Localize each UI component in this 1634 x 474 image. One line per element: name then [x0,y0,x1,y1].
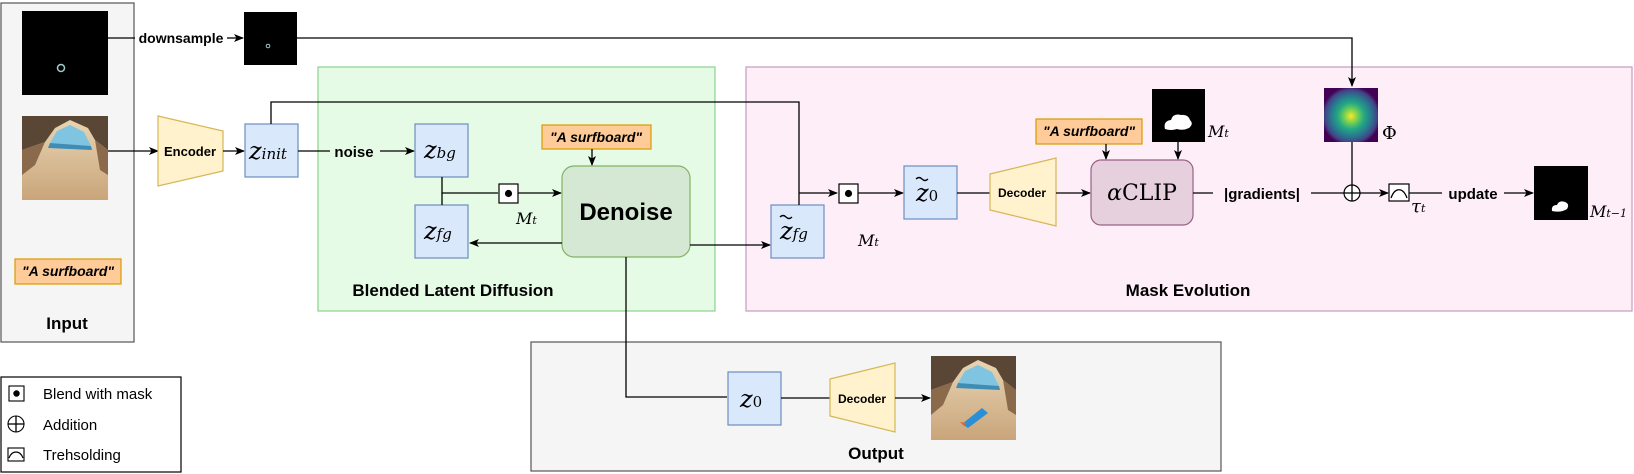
bld-prompt-tag: "A surfboard" [541,124,652,150]
alpha-clip-block: αCLIP [1090,159,1194,226]
svg-text:Mt: Mt [515,209,537,228]
mask-mt-minus-1-image [1534,166,1588,220]
legend-addition-label: Addition [43,417,97,434]
z-tilde-fg-node: zfg [770,204,825,259]
legend-blend-icon [8,385,25,402]
decoder-block-output: Decoder [829,362,896,433]
input-mask-image [22,11,108,95]
blend-dot-mask [838,183,859,204]
svg-text:"A surfboard": "A surfboard" [22,263,114,279]
svg-text:z0: z0 [739,385,762,413]
legend-blend-label: Blend with mask [43,386,153,403]
svg-text:Mt−1: Mt−1 [1589,202,1627,221]
svg-text:αCLIP: αCLIP [1107,181,1177,206]
z-bg-node: zbg [414,123,469,178]
gradients-label: |gradients| [1224,186,1300,203]
update-label: update [1448,186,1497,203]
svg-text:"A surfboard": "A surfboard" [1043,123,1135,139]
svg-text:z0: z0 [915,179,938,207]
output-photo-image [931,356,1016,440]
svg-text:"A surfboard": "A surfboard" [550,129,642,145]
z-0-node: z0 [727,371,782,426]
addition-symbol [1343,184,1361,202]
svg-text:zfg: zfg [423,217,452,245]
blend-dot-bld [498,183,519,204]
svg-text:Encoder: Encoder [164,144,216,159]
bld-title: Blended Latent Diffusion [352,281,553,300]
input-prompt-tag: "A surfboard" [14,258,122,285]
svg-text:Mt: Mt [857,231,879,250]
svg-text:Decoder: Decoder [998,186,1046,200]
input-title: Input [46,314,88,333]
legend-box [0,376,182,473]
downsample-label: downsample [139,30,224,46]
decoder-block-mask: Decoder [989,157,1057,227]
phi-image [1324,88,1378,142]
downsampled-mask-image [244,12,297,65]
svg-text:Denoise: Denoise [579,199,672,226]
mask-mt-image [1152,89,1205,142]
svg-text:zfg: zfg [779,217,808,245]
svg-text:zinit: zinit [248,137,288,165]
legend-threshold-label: Trehsolding [43,447,121,464]
noise-label: noise [334,144,373,161]
legend-addition-icon [7,415,25,433]
svg-text:Decoder: Decoder [838,392,886,406]
z-fg-node: zfg [414,204,469,259]
z-tilde-0-node: z0 [903,165,958,220]
svg-text:τt: τt [1411,196,1426,217]
legend-threshold-icon [7,447,25,462]
threshold-symbol [1388,183,1410,202]
mask-prompt-tag: "A surfboard" [1035,118,1143,145]
encoder-block: Encoder [157,115,224,187]
input-photo-image [22,116,108,200]
mask-evolution-title: Mask Evolution [1126,281,1251,300]
phi-label: Φ [1382,123,1397,144]
z-init-node: zinit [244,123,299,178]
svg-text:Mt: Mt [1207,122,1229,141]
denoise-block: Denoise [561,165,691,258]
output-title: Output [848,444,904,463]
svg-text:zbg: zbg [423,136,456,164]
